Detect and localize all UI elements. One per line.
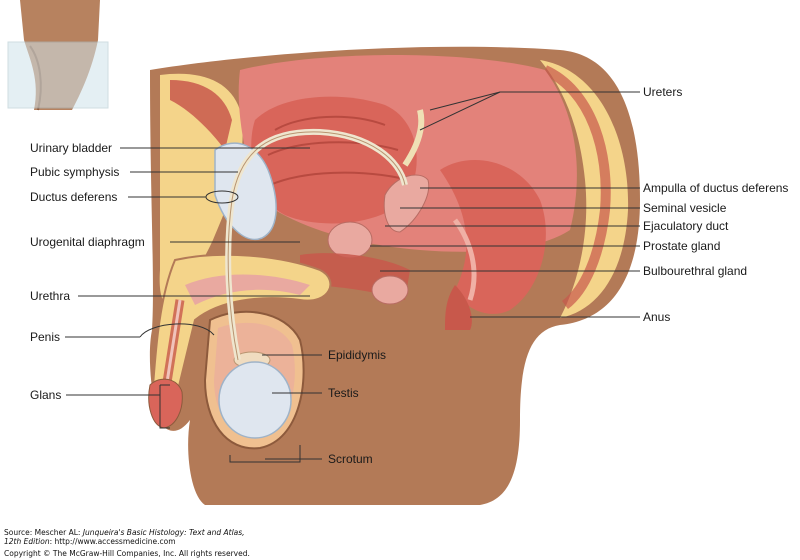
- source-edition: 12th Edition: [4, 537, 50, 546]
- label-ureters: Ureters: [643, 85, 683, 99]
- label-urethra: Urethra: [30, 289, 71, 303]
- label-urogenital-diaphragm: Urogenital diaphragm: [30, 235, 145, 249]
- source-title: Junqueira's Basic Histology: Text and At…: [82, 528, 245, 537]
- orientation-inset: [0, 0, 109, 111]
- label-glans: Glans: [30, 388, 62, 402]
- copyright-notice: Copyright © The McGraw-Hill Companies, I…: [4, 549, 250, 558]
- label-epididymis: Epididymis: [328, 348, 387, 362]
- label-penis: Penis: [30, 330, 61, 344]
- source-edition-line: 12th Edition: http://www.accessmedicine.…: [4, 537, 176, 546]
- label-seminal-vesicle: Seminal vesicle: [643, 201, 727, 215]
- label-ejaculatory-duct: Ejaculatory duct: [643, 219, 729, 233]
- label-pubic-symphysis: Pubic symphysis: [30, 165, 120, 179]
- source-prefix: Source: Mescher AL:: [4, 528, 83, 537]
- source-citation: Source: Mescher AL: Junqueira's Basic Hi…: [4, 528, 245, 537]
- label-urinary-bladder: Urinary bladder: [30, 141, 113, 155]
- body-section: [139, 46, 640, 506]
- label-scrotum: Scrotum: [328, 452, 373, 466]
- label-bulbourethral-gland: Bulbourethral gland: [643, 264, 748, 278]
- label-prostate-gland: Prostate gland: [643, 239, 721, 253]
- source-url: : http://www.accessmedicine.com: [49, 537, 176, 546]
- label-ampulla-of-ductus-deferens: Ampulla of ductus deferens: [643, 181, 789, 195]
- label-ductus-deferens: Ductus deferens: [30, 190, 118, 204]
- label-testis: Testis: [328, 386, 359, 400]
- leader-lines: [65, 91, 640, 460]
- label-anus: Anus: [643, 310, 671, 324]
